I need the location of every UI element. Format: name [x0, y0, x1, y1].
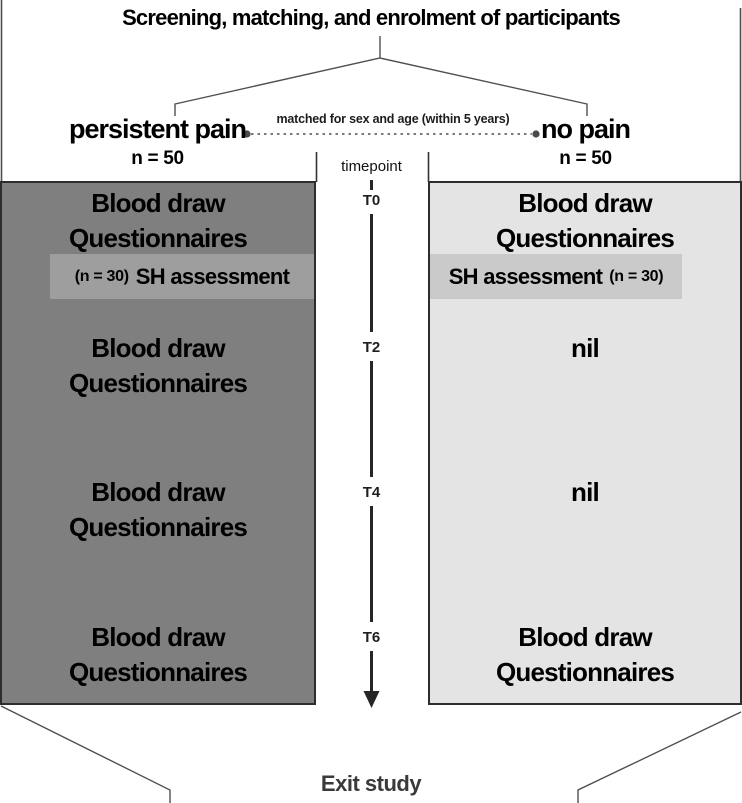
right-t6-line1: Blood draw	[518, 622, 652, 652]
left-t2-line2: Questionnaires	[68, 368, 248, 398]
no-pain-column: SH assessment (n = 30) Blood draw Questi…	[428, 181, 742, 705]
exit-funnel-lines	[0, 705, 742, 803]
right-t0-line1: Blood draw	[518, 188, 652, 218]
right-row-t4: nil	[430, 475, 740, 510]
match-bullet-left	[243, 130, 251, 138]
left-row-t0: Blood draw Questionnaires	[2, 186, 314, 256]
arm-n-persistent-pain: n = 50	[131, 148, 184, 169]
timeline-point-t4: T4	[362, 484, 381, 501]
sh-assessment-band-right: SH assessment (n = 30)	[430, 254, 682, 299]
branch-lines	[174, 36, 588, 116]
left-row-t2: Blood draw Questionnaires	[2, 331, 314, 401]
timeline-point-t0: T0	[362, 192, 381, 209]
timeline-point-t6: T6	[362, 629, 381, 646]
left-t2-line1: Blood draw	[91, 333, 225, 363]
timeline-header: timepoint	[341, 158, 402, 175]
sh-band-right-n: (n = 30)	[609, 267, 664, 285]
right-t6-line2: Questionnaires	[495, 657, 675, 687]
match-dotted-line	[243, 130, 540, 138]
sh-band-left-n: (n = 30)	[74, 267, 129, 285]
sh-assessment-band-left: (n = 30) SH assessment	[50, 254, 314, 299]
right-row-t2: nil	[430, 331, 740, 366]
match-bullet-right	[532, 130, 540, 138]
right-t0-line2: Questionnaires	[495, 223, 675, 253]
left-t4-line1: Blood draw	[91, 477, 225, 507]
arm-label-persistent-pain: persistent pain	[68, 114, 247, 144]
persistent-pain-rows: Blood draw Questionnaires Blood draw Que…	[2, 183, 314, 703]
right-t2-nil: nil	[571, 333, 600, 363]
sh-band-right-label: SH assessment	[448, 263, 603, 289]
left-row-t4: Blood draw Questionnaires	[2, 475, 314, 545]
match-note: matched for sex and age (within 5 years)	[276, 112, 510, 126]
sh-band-left-label: SH assessment	[135, 263, 290, 289]
timeline-point-t2: T2	[362, 339, 381, 356]
left-t0-line2: Questionnaires	[68, 223, 248, 253]
diagram-title: Screening, matching, and enrolment of pa…	[122, 5, 621, 30]
left-t4-line2: Questionnaires	[68, 512, 248, 542]
exit-study-label: Exit study	[320, 771, 422, 796]
timepoint-flank-lines	[315, 152, 430, 182]
right-t4-nil: nil	[571, 477, 600, 507]
timeline-arrowhead	[363, 691, 380, 708]
arm-n-no-pain: n = 50	[559, 148, 612, 169]
left-t6-line2: Questionnaires	[68, 657, 248, 687]
right-row-t0: Blood draw Questionnaires	[430, 186, 740, 256]
left-t6-line1: Blood draw	[91, 622, 225, 652]
left-t0-line1: Blood draw	[91, 188, 225, 218]
left-row-t6: Blood draw Questionnaires	[2, 620, 314, 690]
persistent-pain-column: (n = 30) SH assessment Blood draw Questi…	[0, 181, 316, 705]
arm-label-no-pain: no pain	[541, 114, 631, 144]
no-pain-rows: Blood draw Questionnaires nil nil Blood …	[430, 183, 740, 703]
right-row-t6: Blood draw Questionnaires	[430, 620, 740, 690]
